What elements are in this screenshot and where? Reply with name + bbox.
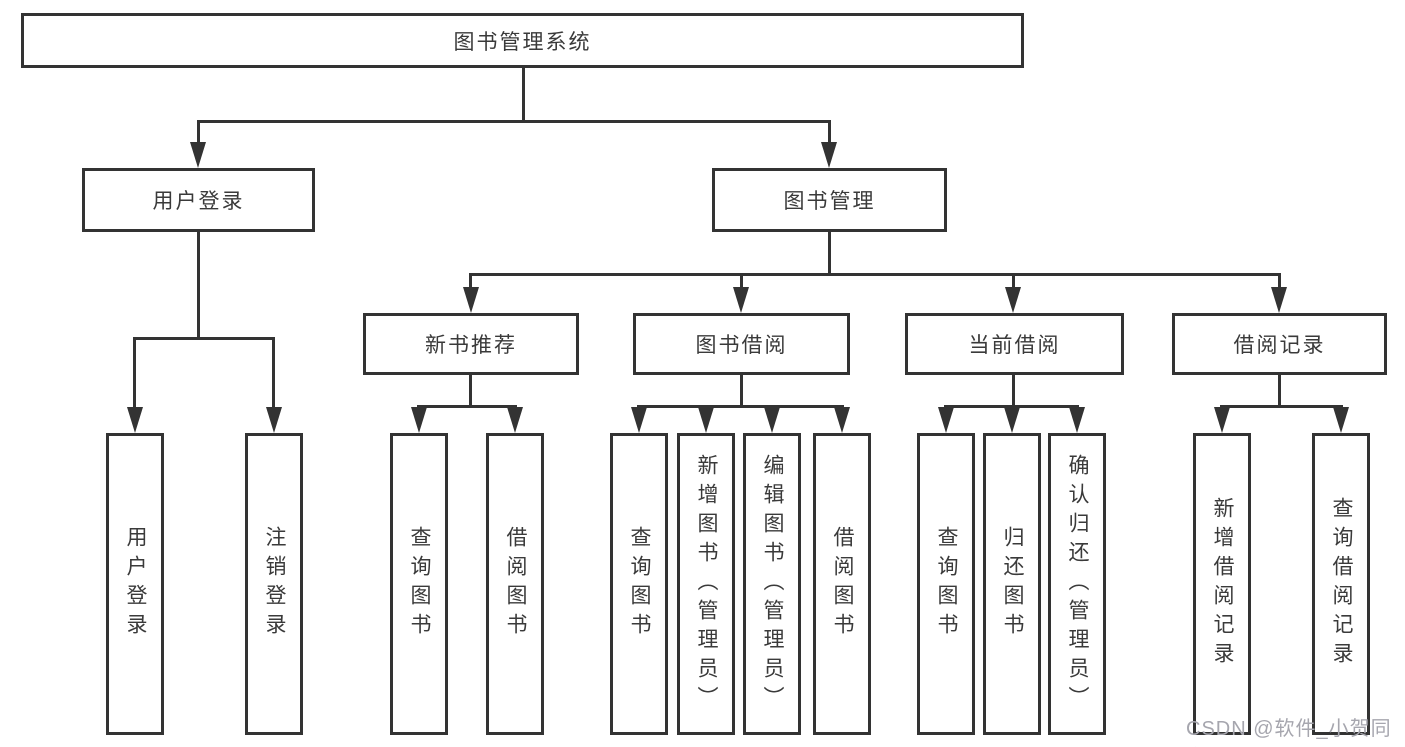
connector-line — [637, 405, 844, 408]
connector-line — [197, 120, 831, 123]
arrowhead-down-icon — [834, 407, 850, 433]
connector-line — [740, 375, 743, 405]
arrowhead-down-icon — [266, 407, 282, 433]
arrowhead-down-icon — [764, 407, 780, 433]
leaf-logout: 注销登录 — [245, 433, 303, 735]
node-label: 当前借阅 — [968, 334, 1061, 357]
leaf-borrow-books: 借阅图书 — [486, 433, 544, 735]
connector-line — [1220, 405, 1343, 408]
connector-line — [197, 232, 200, 337]
arrowhead-down-icon — [507, 407, 523, 433]
node-label: 图书借阅 — [695, 334, 788, 357]
leaf-query-books: 查询图书 — [390, 433, 448, 735]
connector-line — [469, 273, 1281, 276]
connector-line — [1278, 273, 1281, 289]
connector-line — [522, 68, 525, 120]
node-label: 查询图书 — [935, 526, 958, 642]
node-label: 注销登录 — [263, 526, 286, 642]
arrowhead-down-icon — [190, 142, 206, 168]
node-current-borrowing: 当前借阅 — [905, 313, 1124, 375]
node-label: 借阅图书 — [831, 526, 854, 642]
node-label: 用户登录 — [152, 190, 245, 213]
node-label: 借阅图书 — [504, 526, 527, 642]
leaf-add-borrow-record: 新增借阅记录 — [1193, 433, 1251, 735]
arrowhead-down-icon — [1333, 407, 1349, 433]
leaf-user-login: 用户登录 — [106, 433, 164, 735]
connector-line — [469, 375, 472, 405]
leaf-query-books: 查询图书 — [610, 433, 668, 735]
connector-line — [1012, 375, 1015, 405]
connector-line — [133, 337, 136, 409]
connector-line — [469, 273, 472, 289]
connector-line — [944, 405, 1079, 408]
connector-line — [417, 405, 517, 408]
node-new-book-recommendation: 新书推荐 — [363, 313, 579, 375]
arrowhead-down-icon — [1005, 287, 1021, 313]
connector-line — [828, 120, 831, 144]
connector-line — [272, 337, 275, 409]
node-label: 确认归还（管理员） — [1066, 453, 1089, 715]
connector-line — [740, 273, 743, 289]
node-book-borrowing: 图书借阅 — [633, 313, 850, 375]
node-label: 图书管理系统 — [453, 30, 592, 54]
arrowhead-down-icon — [411, 407, 427, 433]
node-label: 新增图书（管理员） — [695, 453, 718, 715]
arrowhead-down-icon — [1214, 407, 1230, 433]
node-label: 用户登录 — [124, 526, 147, 642]
node-book-management: 图书管理 — [712, 168, 947, 232]
arrowhead-down-icon — [821, 142, 837, 168]
leaf-borrow-books: 借阅图书 — [813, 433, 871, 735]
leaf-add-books-admin: 新增图书（管理员） — [677, 433, 735, 735]
connector-line — [133, 337, 275, 340]
arrowhead-down-icon — [1069, 407, 1085, 433]
node-label: 新书推荐 — [425, 334, 517, 357]
node-library-system: 图书管理系统 — [21, 13, 1024, 68]
arrowhead-down-icon — [463, 287, 479, 313]
connector-line — [1012, 273, 1015, 289]
arrowhead-down-icon — [127, 407, 143, 433]
leaf-return-books: 归还图书 — [983, 433, 1041, 735]
connector-line — [1278, 375, 1281, 405]
node-label: 借阅记录 — [1233, 334, 1326, 357]
connector-line — [197, 120, 200, 144]
node-label: 查询图书 — [408, 526, 431, 642]
node-user-login: 用户登录 — [82, 168, 315, 232]
leaf-edit-books-admin: 编辑图书（管理员） — [743, 433, 801, 735]
node-label: 编辑图书（管理员） — [761, 453, 784, 715]
node-label: 查询借阅记录 — [1330, 497, 1353, 671]
arrowhead-down-icon — [1004, 407, 1020, 433]
arrowhead-down-icon — [1271, 287, 1287, 313]
node-label: 归还图书 — [1001, 526, 1024, 642]
node-label: 查询图书 — [628, 526, 651, 642]
arrowhead-down-icon — [938, 407, 954, 433]
node-borrowing-records: 借阅记录 — [1172, 313, 1387, 375]
node-label: 新增借阅记录 — [1211, 497, 1234, 671]
arrowhead-down-icon — [631, 407, 647, 433]
arrowhead-down-icon — [733, 287, 749, 313]
arrowhead-down-icon — [698, 407, 714, 433]
leaf-query-borrow-record: 查询借阅记录 — [1312, 433, 1370, 735]
leaf-confirm-return-admin: 确认归还（管理员） — [1048, 433, 1106, 735]
leaf-query-books: 查询图书 — [917, 433, 975, 735]
node-label: 图书管理 — [783, 190, 876, 213]
connector-line — [828, 232, 831, 273]
